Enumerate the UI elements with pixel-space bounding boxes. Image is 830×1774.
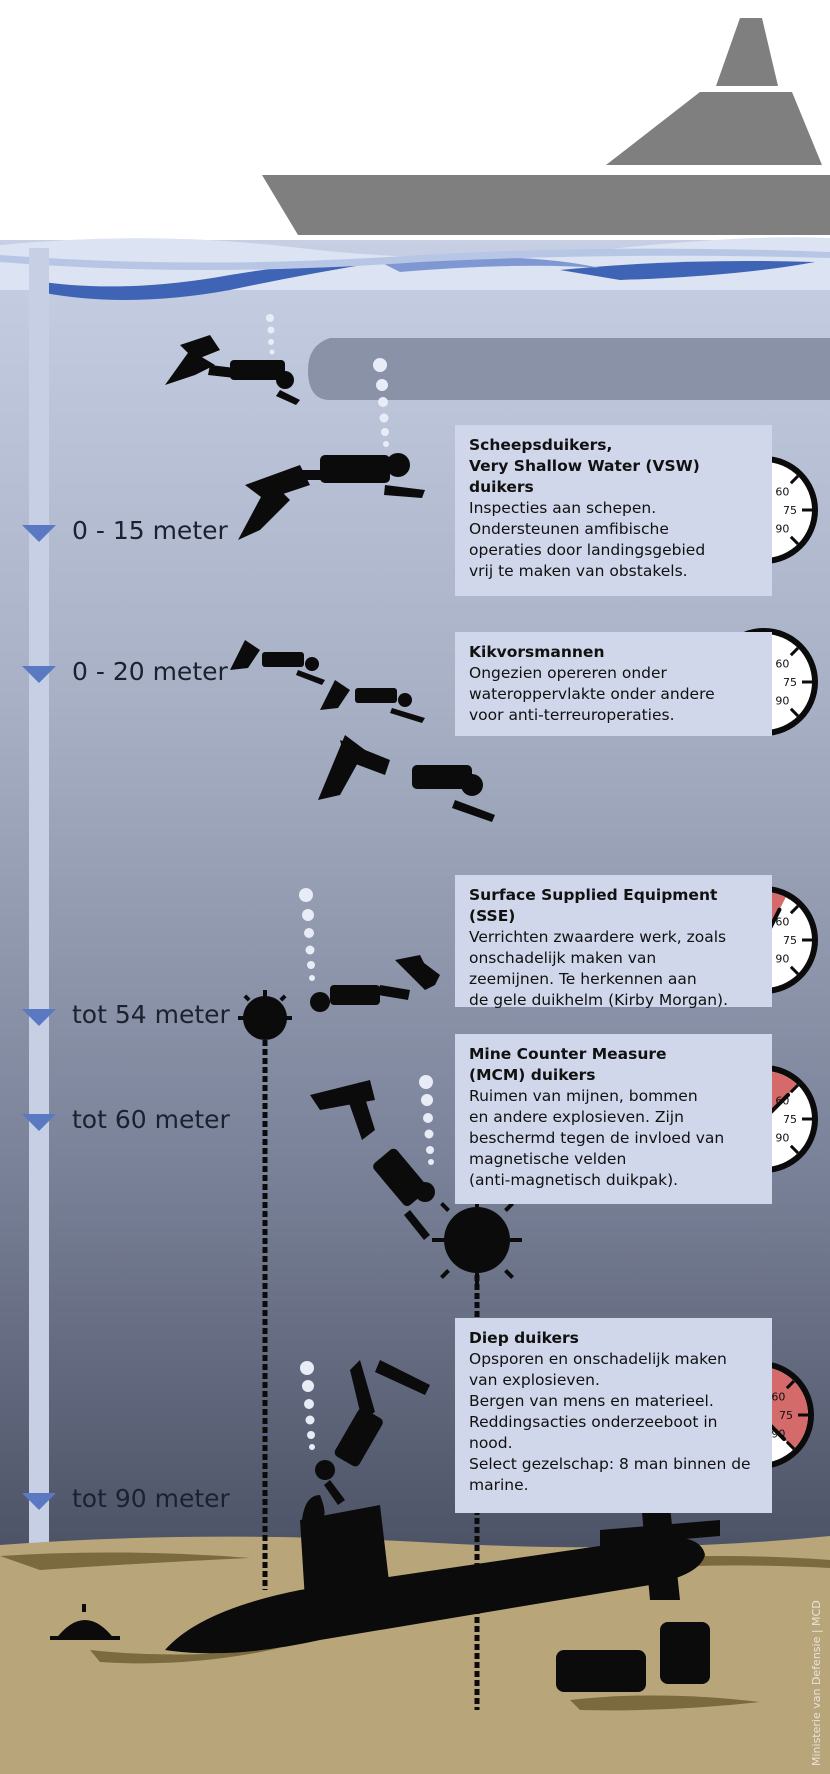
gauge-tick-label: 75 bbox=[783, 934, 797, 947]
diver-3 bbox=[230, 640, 325, 685]
gauge-tick bbox=[789, 1083, 800, 1094]
card-body-line: Ondersteunen amfibische bbox=[469, 520, 669, 538]
card-title-line: Mine Counter Measure bbox=[469, 1045, 667, 1063]
card-body-line: wateroppervlakte onder andere bbox=[469, 685, 715, 703]
ship bbox=[262, 18, 830, 400]
diver-5 bbox=[318, 735, 495, 822]
depth-markers bbox=[22, 525, 56, 1510]
seabed-mine bbox=[50, 1604, 120, 1640]
gauge-tick-label: 60 bbox=[775, 916, 789, 929]
card-body-line: zeemijnen. Te herkennen aan bbox=[469, 970, 697, 988]
card-title-line: Surface Supplied Equipment (SSE) bbox=[469, 886, 718, 925]
card-body-line: Ongezien opereren onder bbox=[469, 664, 667, 682]
card-body-line: marine. bbox=[469, 1476, 529, 1494]
gauge-tick-label: 75 bbox=[783, 504, 797, 517]
gauge-tick-label: 75 bbox=[779, 1409, 793, 1422]
depth-label: tot 60 meter bbox=[72, 1105, 230, 1134]
depth-marker-triangle bbox=[22, 1009, 56, 1026]
depth-marker-triangle bbox=[22, 1114, 56, 1131]
card-body-line: en andere explosieven. Zijn bbox=[469, 1108, 684, 1126]
card-body-line: Bergen van mens en materieel. bbox=[469, 1392, 714, 1410]
card-body-line: Inspecties aan schepen. bbox=[469, 499, 657, 517]
card-body-line: beschermd tegen de invloed van bbox=[469, 1129, 725, 1147]
card-body-line: operaties door landingsgebied bbox=[469, 541, 706, 559]
depth-marker-triangle bbox=[22, 666, 56, 683]
depth-label: tot 90 meter bbox=[72, 1484, 230, 1513]
gauge-tick-label: 90 bbox=[775, 1131, 789, 1144]
gauge-tick bbox=[789, 965, 800, 976]
depth-label: tot 54 meter bbox=[72, 1000, 230, 1029]
card-body-line: de gele duikhelm (Kirby Morgan). bbox=[469, 991, 729, 1009]
gauge-tick-label: 90 bbox=[775, 694, 789, 707]
gauge-tick-label: 60 bbox=[775, 658, 789, 671]
card-body-line: onschadelijk maken van bbox=[469, 949, 657, 967]
diver-4 bbox=[320, 680, 425, 723]
surface-waves bbox=[0, 237, 830, 300]
info-card: Surface Supplied Equipment (SSE) Verricht… bbox=[455, 875, 772, 1009]
card-body-line: (anti-magnetisch duikpak). bbox=[469, 1171, 679, 1189]
gauge-tick-label: 60 bbox=[771, 1391, 785, 1404]
gauge-tick-label: 75 bbox=[783, 1113, 797, 1126]
mine-2 bbox=[432, 1195, 522, 1285]
gauge-tick bbox=[789, 474, 800, 485]
depth-label: 0 - 15 meter bbox=[72, 516, 228, 545]
card-body-line: voor anti-terreuroperaties. bbox=[469, 706, 675, 724]
barrels bbox=[556, 1622, 710, 1692]
card-body-line: Opsporen en onschadelijk maken bbox=[469, 1350, 727, 1368]
submarine bbox=[165, 1488, 720, 1654]
card-title-line: Kikvorsmannen bbox=[469, 643, 605, 661]
depth-bar bbox=[29, 248, 49, 1543]
diver-2 bbox=[238, 453, 425, 540]
diver-7 bbox=[310, 1080, 435, 1240]
credit: Ministerie van Defensie | MCD bbox=[810, 1600, 823, 1766]
card-title-line: Scheepsduikers, bbox=[469, 436, 613, 454]
gauge-tick-label: 75 bbox=[783, 676, 797, 689]
card-title-line: Very Shallow Water (VSW) bbox=[469, 457, 700, 475]
card-title-line: duikers bbox=[469, 478, 534, 496]
card-body-line: van explosieven. bbox=[469, 1371, 600, 1389]
card-body-line: Ruimen van mijnen, bommen bbox=[469, 1087, 698, 1105]
diver-1 bbox=[165, 335, 300, 405]
info-card: Scheepsduikers, Very Shallow Water (VSW) d… bbox=[455, 425, 772, 596]
card-body-line: vrij te maken van obstakels. bbox=[469, 562, 688, 580]
gauge-tick bbox=[785, 1440, 796, 1451]
depth-label: 0 - 20 meter bbox=[72, 657, 228, 686]
gauge-tick-label: 90 bbox=[775, 952, 789, 965]
gauge-tick bbox=[789, 535, 800, 546]
diver-6 bbox=[310, 955, 440, 1012]
bubbles bbox=[266, 314, 434, 1450]
gauge-tick bbox=[789, 1144, 800, 1155]
diver-8 bbox=[315, 1360, 430, 1505]
gauge-tick bbox=[789, 707, 800, 718]
gauge-tick bbox=[789, 646, 800, 657]
card-body-line: Reddingsacties onderzeeboot in bbox=[469, 1413, 718, 1431]
gauge-tick bbox=[789, 904, 800, 915]
card-body-line: magnetische velden bbox=[469, 1150, 627, 1168]
depth-marker-triangle bbox=[22, 525, 56, 542]
gauge-tick-label: 60 bbox=[775, 486, 789, 499]
gauge-tick bbox=[785, 1379, 796, 1390]
card-body-line: nood. bbox=[469, 1434, 513, 1452]
gauge-tick-label: 90 bbox=[775, 522, 789, 535]
card-body-line: Verrichten zwaardere werk, zoals bbox=[469, 928, 727, 946]
card-title-line: Diep duikers bbox=[469, 1329, 579, 1347]
depth-marker-triangle bbox=[22, 1493, 56, 1510]
card-body-line: Select gezelschap: 8 man binnen de bbox=[469, 1455, 751, 1473]
mine-1 bbox=[238, 990, 292, 1040]
card-title-line: (MCM) duikers bbox=[469, 1066, 596, 1084]
